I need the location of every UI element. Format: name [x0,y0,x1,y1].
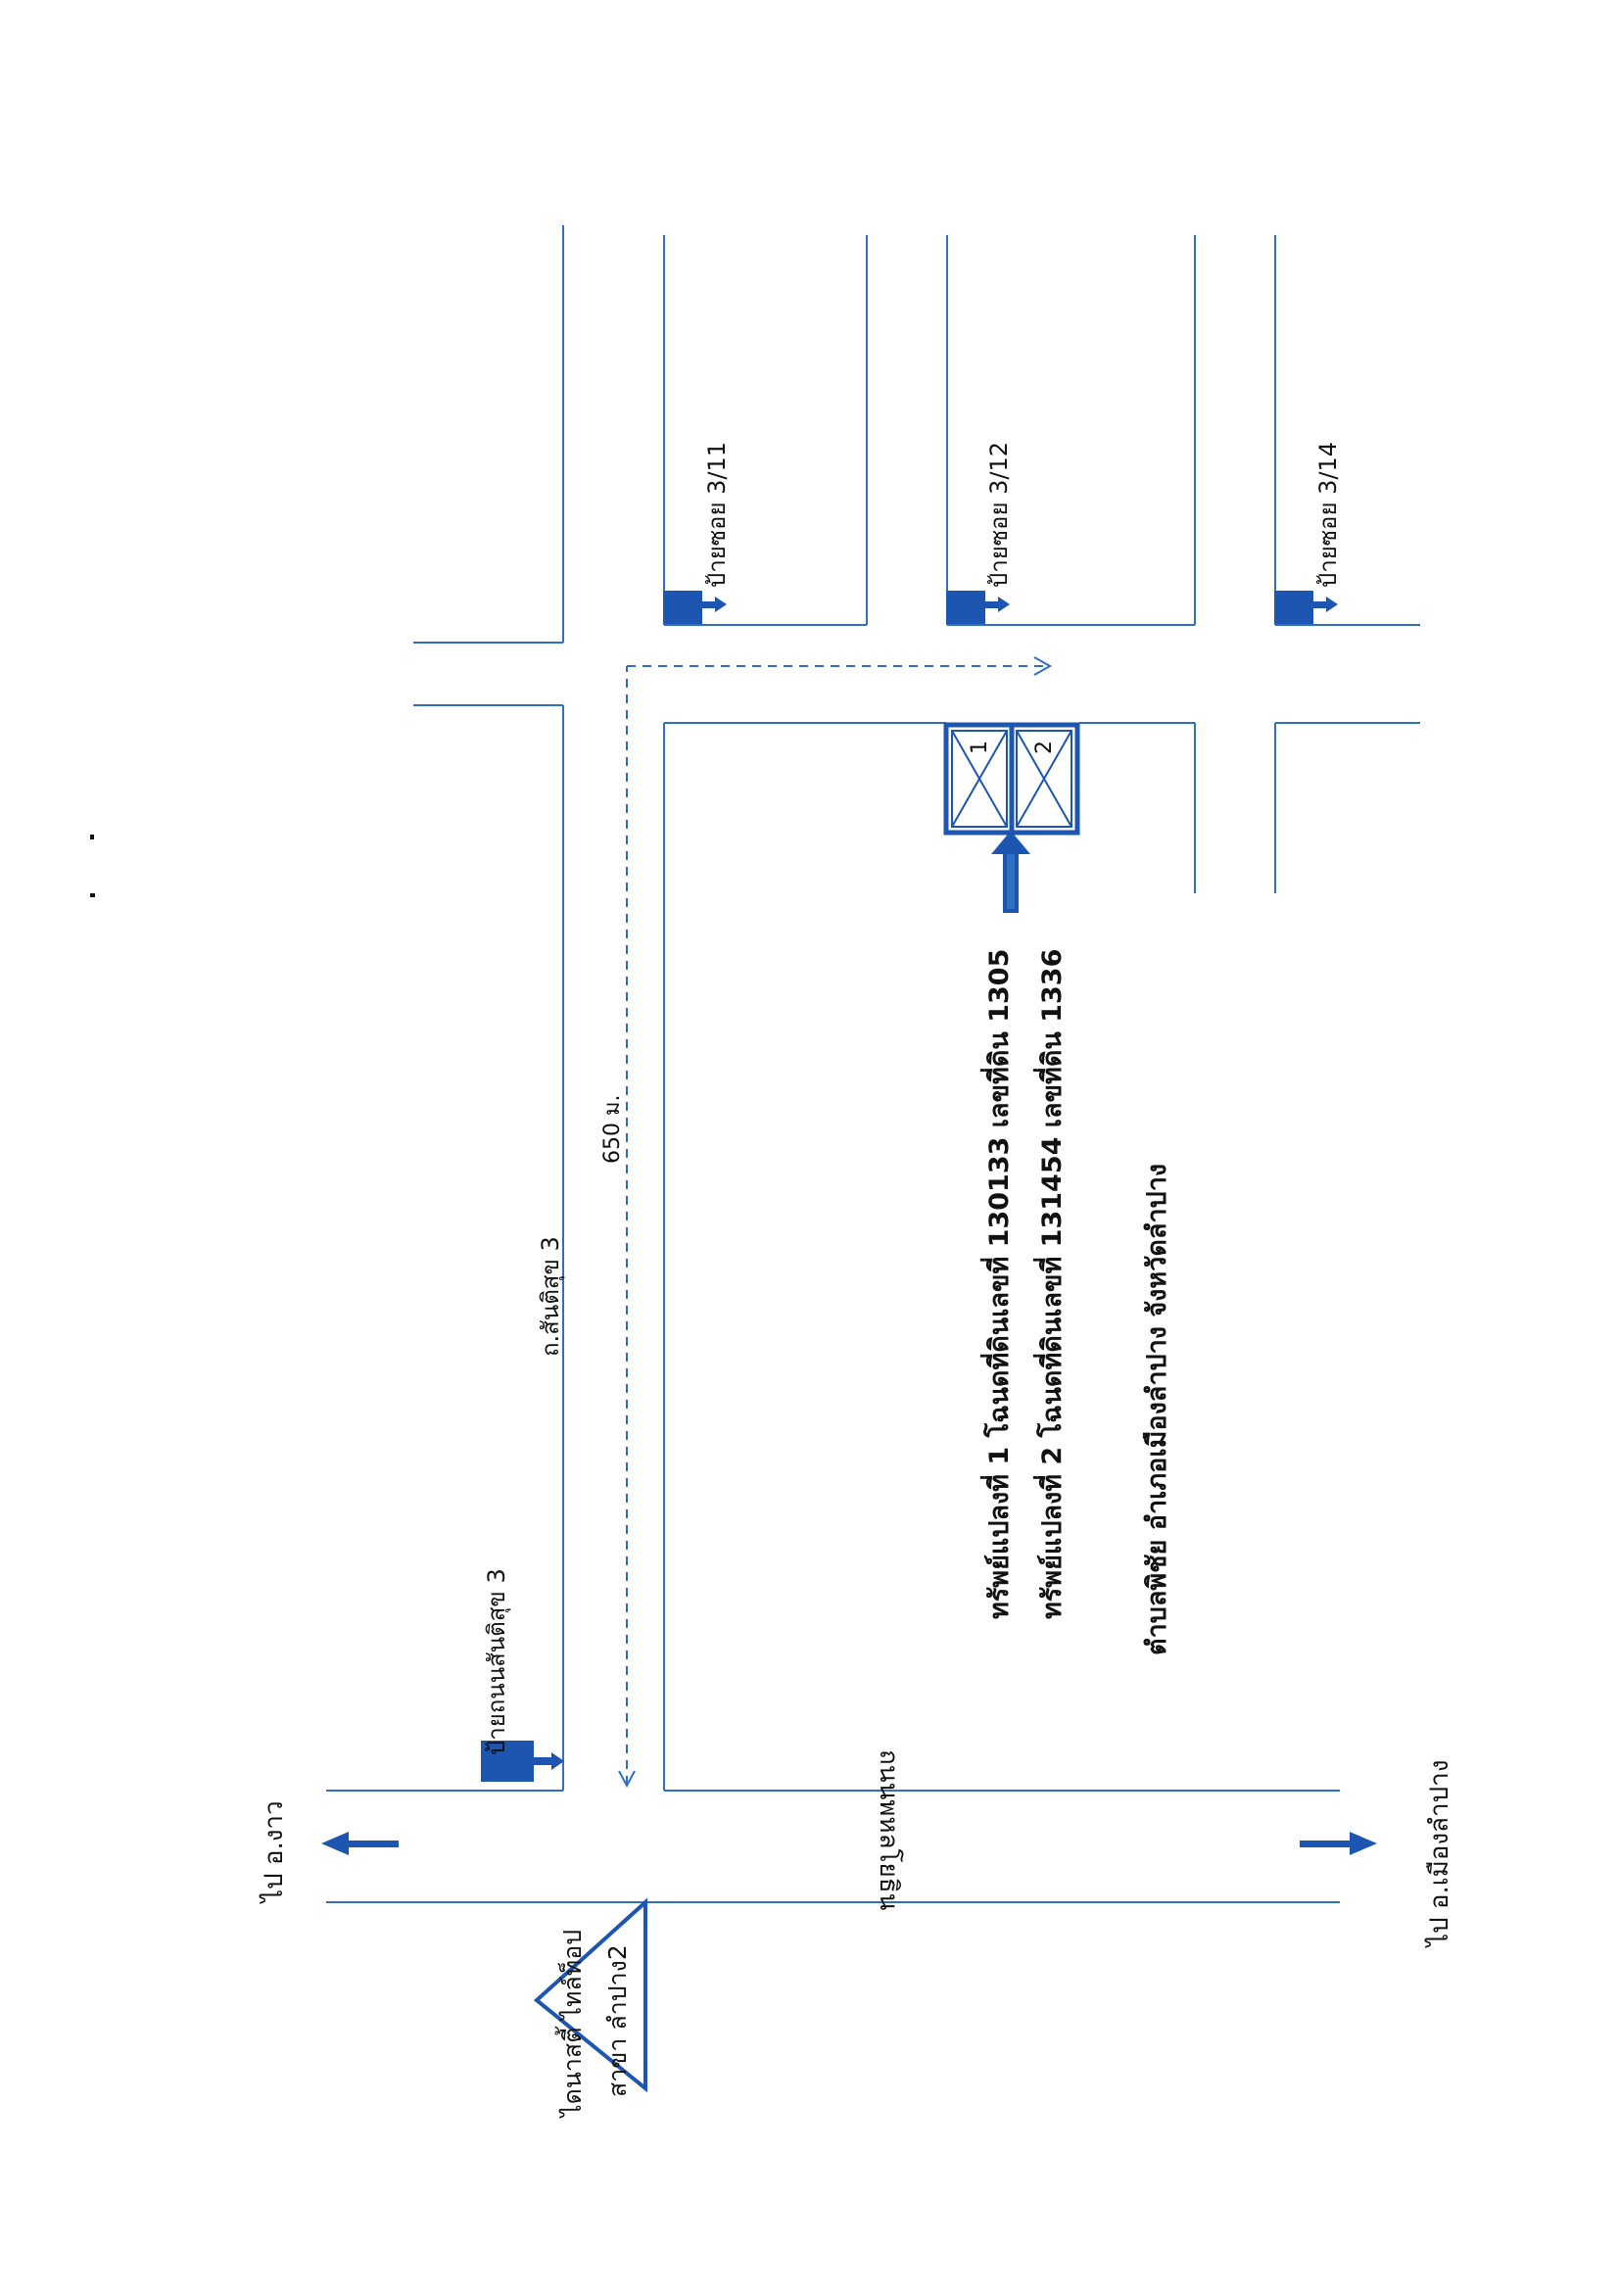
soi-branches [663,235,1276,893]
plot-1-cross-icon [951,730,1008,828]
plot-2-cross-icon [1016,730,1072,828]
label-side-road: ถ.สันติสุข 3 [537,1236,564,1357]
main-road-phahonyothin [326,1790,1340,1903]
soi-road [413,624,1420,724]
property-pointer-arrow-icon [991,831,1030,913]
arrow-to-ngao-icon [321,1832,399,1855]
route-path-dashed [626,665,1048,1785]
label-sign-santisuk: ป้ายถนนสันติสุข 3 [483,1568,510,1755]
arrow-to-mueang-icon [1300,1832,1377,1855]
route-arrowheads [618,656,1053,1789]
label-main-road: ถนนพหลโยธิน [874,1749,903,1911]
dealer-landmark-triangle-icon [533,1897,647,2093]
label-dealer-line1: ไดนาสตี้ ไทล์ท็อป [558,1929,587,2117]
label-plot-1: 1 [968,741,992,754]
label-plot-2: 2 [1032,741,1057,754]
info-line-1: ทรัพย์แปลงที่ 1 โฉนดที่ดินเลขที่ 130133 … [984,948,1015,1619]
label-dealer-line2: สาขา ลำปาง2 [603,1944,632,2097]
sign-santisuk-icon [481,1741,564,1782]
info-line-2: ทรัพย์แปลงที่ 2 โฉนดที่ดินเลขที่ 131454 … [1037,948,1068,1619]
sign-soi-312-icon [946,591,1010,624]
label-sign-soi-312: ป้ายซอย 3/12 [985,441,1013,588]
sign-soi-311-icon [663,591,727,624]
sign-soi-314-icon [1274,591,1338,624]
label-to-mueang: ไป อ.เมืองลำปาง [1425,1759,1454,1946]
label-to-ngao: ไป อ.งาว [260,1800,289,1902]
label-distance: 650 ม. [600,1094,625,1164]
info-line-3: ตำบลพิชัย อำเภอเมืองลำปาง จังหวัดลำปาง [1142,1163,1172,1655]
label-sign-soi-311: ป้ายซอย 3/11 [703,441,731,588]
side-road-santisuk-3 [562,225,665,1791]
small-marks [90,835,95,897]
label-sign-soi-314: ป้ายซอย 3/14 [1314,441,1342,588]
